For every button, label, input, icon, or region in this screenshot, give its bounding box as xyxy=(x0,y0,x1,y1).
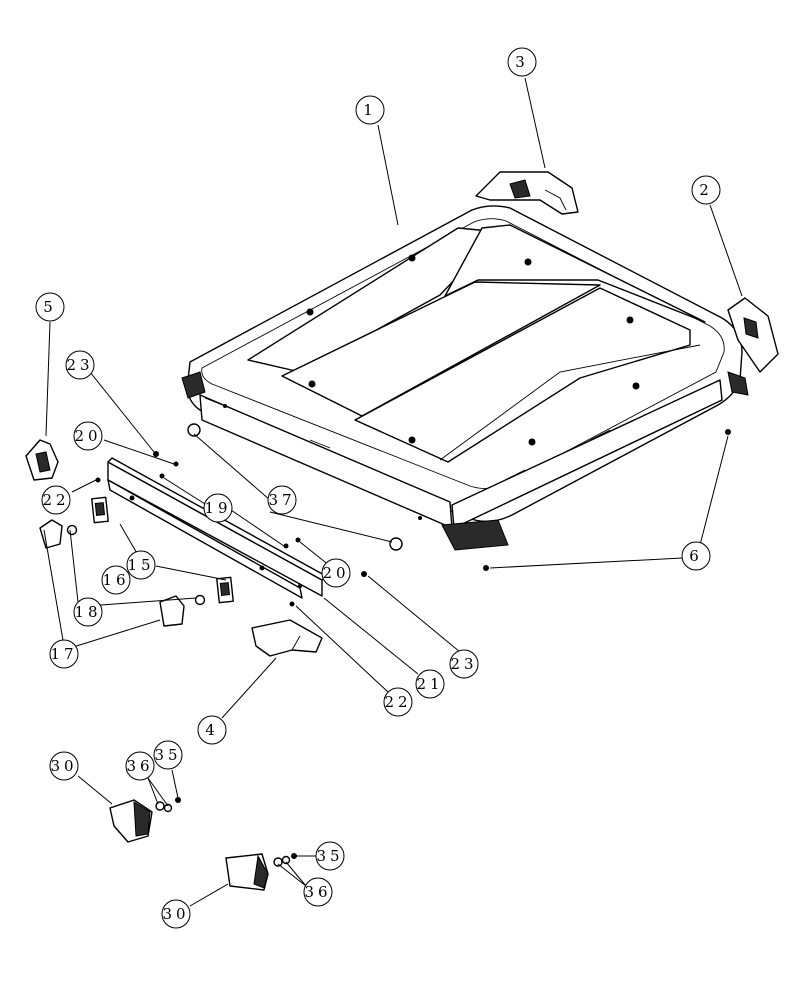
svg-text:36: 36 xyxy=(304,883,331,901)
callout-18: 18 xyxy=(73,597,103,627)
svg-text:15: 15 xyxy=(127,556,154,574)
callout-2: 2 xyxy=(691,175,721,205)
callout-30-upper: 30 xyxy=(49,751,79,781)
svg-text:17: 17 xyxy=(50,645,77,663)
callout-36-lower: 36 xyxy=(303,877,333,907)
work-lamp-30a xyxy=(109,797,181,843)
lamp-housing-2 xyxy=(727,297,779,373)
callout-16: 16 xyxy=(101,565,131,595)
svg-text:6: 6 xyxy=(689,547,703,565)
svg-text:3: 3 xyxy=(515,53,529,71)
svg-text:5: 5 xyxy=(43,298,57,316)
hardware xyxy=(95,423,731,607)
svg-text:21: 21 xyxy=(416,675,443,693)
callout-20-lower: 20 xyxy=(321,558,351,588)
bulb-18a xyxy=(66,524,78,536)
callout-15: 15 xyxy=(126,550,156,580)
svg-text:20: 20 xyxy=(322,564,349,582)
svg-text:22: 22 xyxy=(42,491,69,509)
callout-35-upper: 35 xyxy=(153,740,183,770)
callout-23-lower: 23 xyxy=(449,649,479,679)
svg-text:23: 23 xyxy=(450,655,477,673)
svg-text:30: 30 xyxy=(50,757,77,775)
svg-text:30: 30 xyxy=(162,905,189,923)
callout-36-upper: 36 xyxy=(125,751,155,781)
callout-20-upper: 20 xyxy=(73,421,103,451)
svg-text:1: 1 xyxy=(363,101,377,119)
lamp-housing-3 xyxy=(475,171,579,215)
callout-4: 4 xyxy=(197,715,227,745)
lamp-cover-4 xyxy=(251,619,323,657)
work-lamp-30b xyxy=(225,853,297,891)
roof-panel xyxy=(181,205,749,551)
svg-text:36: 36 xyxy=(126,757,153,775)
callout-35-lower: 35 xyxy=(315,841,345,871)
callout-6: 6 xyxy=(681,541,711,571)
callout-19: 19 xyxy=(203,493,233,523)
callout-3: 3 xyxy=(507,47,537,77)
callout-5: 5 xyxy=(35,292,65,322)
callout-22-left: 22 xyxy=(41,485,71,515)
svg-text:35: 35 xyxy=(154,746,181,764)
svg-text:23: 23 xyxy=(66,356,93,374)
lamp-lens-17a xyxy=(39,519,63,549)
svg-text:2: 2 xyxy=(699,181,713,199)
lamp-housing-5 xyxy=(25,439,59,481)
svg-text:4: 4 xyxy=(205,721,219,739)
callout-21: 21 xyxy=(415,669,445,699)
callout-1: 1 xyxy=(355,95,385,125)
marker-lamp-15 xyxy=(91,496,109,524)
svg-text:19: 19 xyxy=(204,499,231,517)
callout-23-upper: 23 xyxy=(65,350,95,380)
callout-30-lower: 30 xyxy=(161,899,191,929)
svg-text:22: 22 xyxy=(384,693,411,711)
callout-22-bottom: 22 xyxy=(383,687,413,717)
callout-37: 37 xyxy=(267,485,297,515)
svg-text:18: 18 xyxy=(74,603,101,621)
marker-lamp-15b xyxy=(216,576,234,604)
bulb-18b xyxy=(194,594,206,606)
svg-text:37: 37 xyxy=(268,491,295,509)
leader-lines xyxy=(43,77,743,907)
callout-17: 17 xyxy=(49,639,79,669)
svg-text:16: 16 xyxy=(102,571,129,589)
svg-text:35: 35 xyxy=(316,847,343,865)
lamp-lens-17b xyxy=(159,595,185,627)
svg-text:20: 20 xyxy=(74,427,101,445)
